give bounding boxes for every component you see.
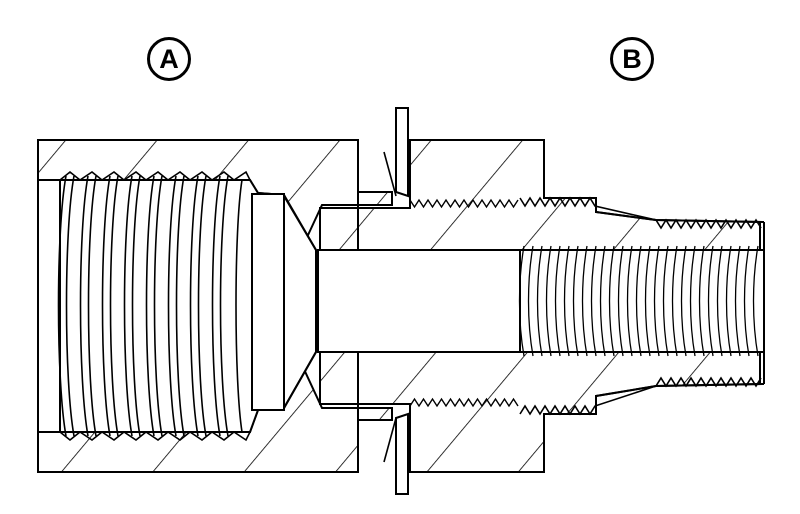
washer-upper	[395, 107, 409, 198]
internal-thread-flank	[545, 245, 552, 357]
seal-washer	[383, 107, 409, 495]
part-a-thread-crest-bottom	[59, 431, 251, 442]
part-b-profile-lower	[410, 383, 765, 473]
part-b-profile	[410, 139, 765, 223]
internal-thread-flank	[599, 245, 606, 357]
part-b-seal-thread-bottom	[409, 397, 519, 408]
part-b-internal-thread	[518, 245, 759, 357]
part-a-body	[37, 139, 393, 473]
part-b-external-thread-top	[519, 196, 762, 230]
part-a-thread-crest-top	[59, 170, 251, 181]
internal-thread-flank	[716, 245, 723, 357]
internal-thread-flank	[653, 245, 660, 357]
internal-thread-flank	[725, 245, 732, 357]
callout-b: B	[610, 37, 654, 81]
internal-thread-flank	[572, 245, 579, 357]
part-a-internal-thread	[57, 175, 243, 437]
callout-a: A	[147, 37, 191, 81]
internal-thread-flank	[527, 245, 534, 357]
internal-thread-flank	[608, 245, 615, 357]
part-a-relief	[251, 193, 285, 411]
part-b-bore	[317, 249, 521, 353]
part-b-body	[317, 139, 765, 473]
part-b-external-thread-bottom	[519, 376, 762, 416]
internal-thread-flank	[554, 245, 561, 357]
internal-thread-flank	[698, 245, 705, 357]
part-a-cone	[283, 195, 317, 409]
internal-thread-flank	[536, 245, 543, 357]
internal-thread-flank	[617, 245, 624, 357]
callout-a-label: A	[159, 43, 179, 74]
internal-thread-flank	[563, 245, 570, 357]
internal-thread-flank	[734, 245, 741, 357]
internal-thread-flank	[707, 245, 714, 357]
washer-lower	[395, 412, 409, 495]
callout-b-label: B	[622, 43, 642, 74]
internal-thread-flank	[743, 245, 750, 357]
internal-thread-flank	[752, 245, 759, 357]
internal-thread-flank	[680, 245, 687, 357]
part-b-internal-thread-zone	[519, 249, 765, 353]
internal-thread-flank	[644, 245, 651, 357]
internal-thread-flank	[662, 245, 669, 357]
part-b-seal-thread-top	[409, 198, 519, 209]
internal-thread-flank	[581, 245, 588, 357]
internal-thread-flank	[689, 245, 696, 357]
internal-thread-flank	[590, 245, 597, 357]
internal-thread-flank	[671, 245, 678, 357]
internal-thread-flank	[626, 245, 633, 357]
internal-thread-flank	[518, 245, 525, 357]
internal-thread-flank	[635, 245, 642, 357]
